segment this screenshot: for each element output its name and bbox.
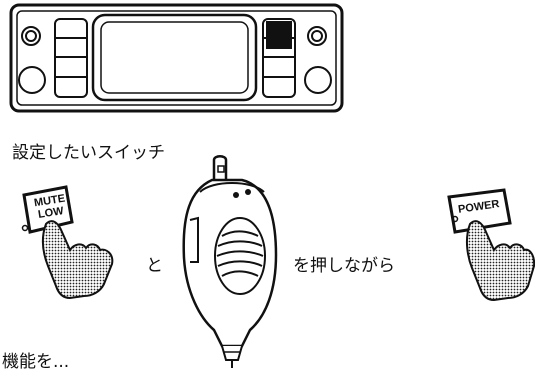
caption-target-switch: 設定したいスイッチ <box>12 143 165 163</box>
pointing-hand-icon-right <box>465 220 535 302</box>
power-key-label: POWER <box>457 198 501 216</box>
low-key-label: LOW <box>37 205 65 221</box>
connector-text: と <box>146 256 163 276</box>
pointing-hand-icon-left <box>41 220 114 300</box>
bottom-partial-text: 機能を... <box>2 352 70 372</box>
while-pressing-text: を押しながら <box>293 256 395 276</box>
